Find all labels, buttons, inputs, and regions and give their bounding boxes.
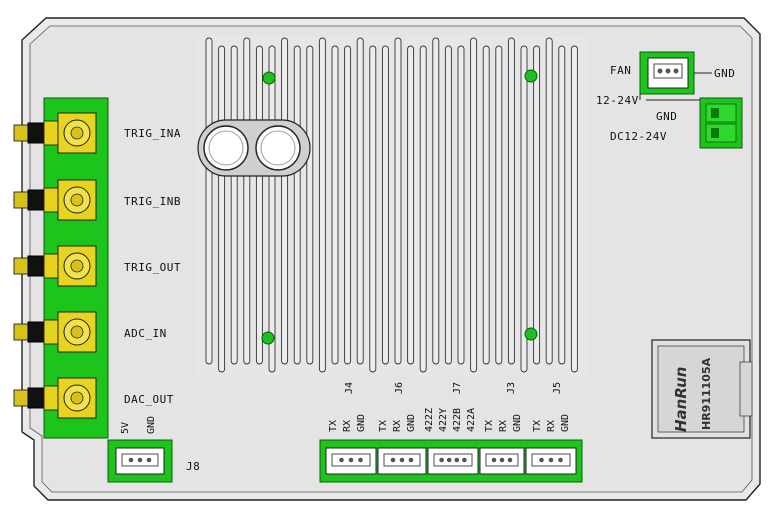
heatsink-fin (507, 37, 515, 365)
label-j4: J4 (344, 381, 355, 394)
heatsink-fin (432, 37, 440, 365)
heatsink-fin (281, 37, 289, 365)
heatsink-fin (482, 45, 490, 365)
label-j6-pin-gnd: GND (406, 413, 417, 432)
label-trig-inb: TRIG_INB (124, 195, 181, 208)
label-gnd: GND (656, 110, 678, 123)
label-fan: FAN (610, 64, 632, 77)
header-connector (427, 447, 479, 475)
heatsink-fin (419, 45, 427, 373)
label-fan-voltage: 12-24V (596, 94, 639, 107)
label-trig-out: TRIG_OUT (124, 261, 181, 274)
ethernet-part: HR911105A (700, 357, 713, 430)
label-j8-pin-5v: 5V (120, 421, 131, 434)
label-j6-pin-tx: TX (378, 419, 389, 432)
label-j7-pin-422z: 422Z (424, 407, 435, 432)
header-connector (325, 447, 377, 475)
heatsink-fin (381, 45, 389, 365)
heatsink-fin (344, 45, 352, 365)
heatsink-fin (407, 45, 415, 365)
label-j8-pin-gnd: GND (146, 415, 157, 434)
label-adc-in: ADC_IN (124, 327, 167, 340)
heatsink-fin (255, 45, 263, 365)
coax-connector (13, 311, 97, 353)
label-j8: J8 (186, 460, 201, 473)
label-dac-out: DAC_OUT (124, 393, 174, 406)
heatsink-fin (495, 45, 503, 365)
heatsink-fin (545, 37, 553, 365)
label-j7-pin-422b: 422B (452, 407, 463, 432)
heatsink-fin (243, 37, 251, 365)
label-j5-pin-rx: RX (546, 419, 557, 432)
heatsink-fin (230, 45, 238, 365)
heatsink-fin (205, 37, 213, 365)
coax-connector (13, 112, 97, 154)
mount-dot (262, 71, 276, 85)
label-j7-pin-422y: 422Y (438, 407, 449, 432)
label-j6: J6 (394, 381, 405, 394)
label-j7-pin-422a: 422A (466, 407, 477, 432)
label-j5: J5 (552, 381, 563, 394)
twin-holes (197, 119, 311, 177)
label-fan-gnd: GND (714, 67, 736, 80)
heatsink-fin (268, 45, 276, 373)
ethernet-jack (651, 339, 753, 439)
label-j3-pin-gnd: GND (512, 413, 523, 432)
label-j3-pin-tx: TX (484, 419, 495, 432)
j8-connector (107, 439, 173, 483)
heatsink-fin (306, 45, 314, 365)
label-j5-pin-tx: TX (532, 419, 543, 432)
label-j3-pin-rx: RX (498, 419, 509, 432)
label-dc-voltage: DC12-24V (610, 130, 667, 143)
header-connector (377, 447, 427, 475)
label-trig-ina: TRIG_INA (124, 127, 181, 140)
dc-power-connector (699, 97, 743, 149)
mount-dot (524, 327, 538, 341)
label-j3: J3 (506, 381, 517, 394)
header-connector (479, 447, 525, 475)
heatsink-fin (444, 45, 452, 365)
heatsink-fin (369, 45, 377, 373)
mount-dot (261, 331, 275, 345)
mount-dot (524, 69, 538, 83)
heatsink-fin (394, 37, 402, 365)
label-j4-pin-tx: TX (328, 419, 339, 432)
heatsink-fin (520, 45, 528, 373)
label-j4-pin-gnd: GND (356, 413, 367, 432)
label-j6-pin-rx: RX (392, 419, 403, 432)
heatsink-fin (331, 45, 339, 365)
heatsink-fin (470, 37, 478, 373)
heatsink-fin (218, 45, 226, 373)
coax-connector (13, 377, 97, 419)
label-j4-pin-rx: RX (342, 419, 353, 432)
label-j7: J7 (452, 381, 463, 394)
header-connector (525, 447, 577, 475)
heatsink-fin (457, 45, 465, 365)
heatsink-fin (293, 45, 301, 365)
heatsink-fin (570, 45, 578, 373)
label-j5-pin-gnd: GND (560, 413, 571, 432)
ethernet-brand: HanRun (672, 366, 690, 432)
heatsink-fin (533, 45, 541, 365)
coax-connector (13, 245, 97, 287)
fan-connector (639, 51, 695, 95)
heatsink-fin (558, 45, 566, 365)
heatsink-fin (356, 37, 364, 365)
heatsink (196, 36, 588, 376)
coax-connector (13, 179, 97, 221)
heatsink-fin (318, 37, 326, 373)
